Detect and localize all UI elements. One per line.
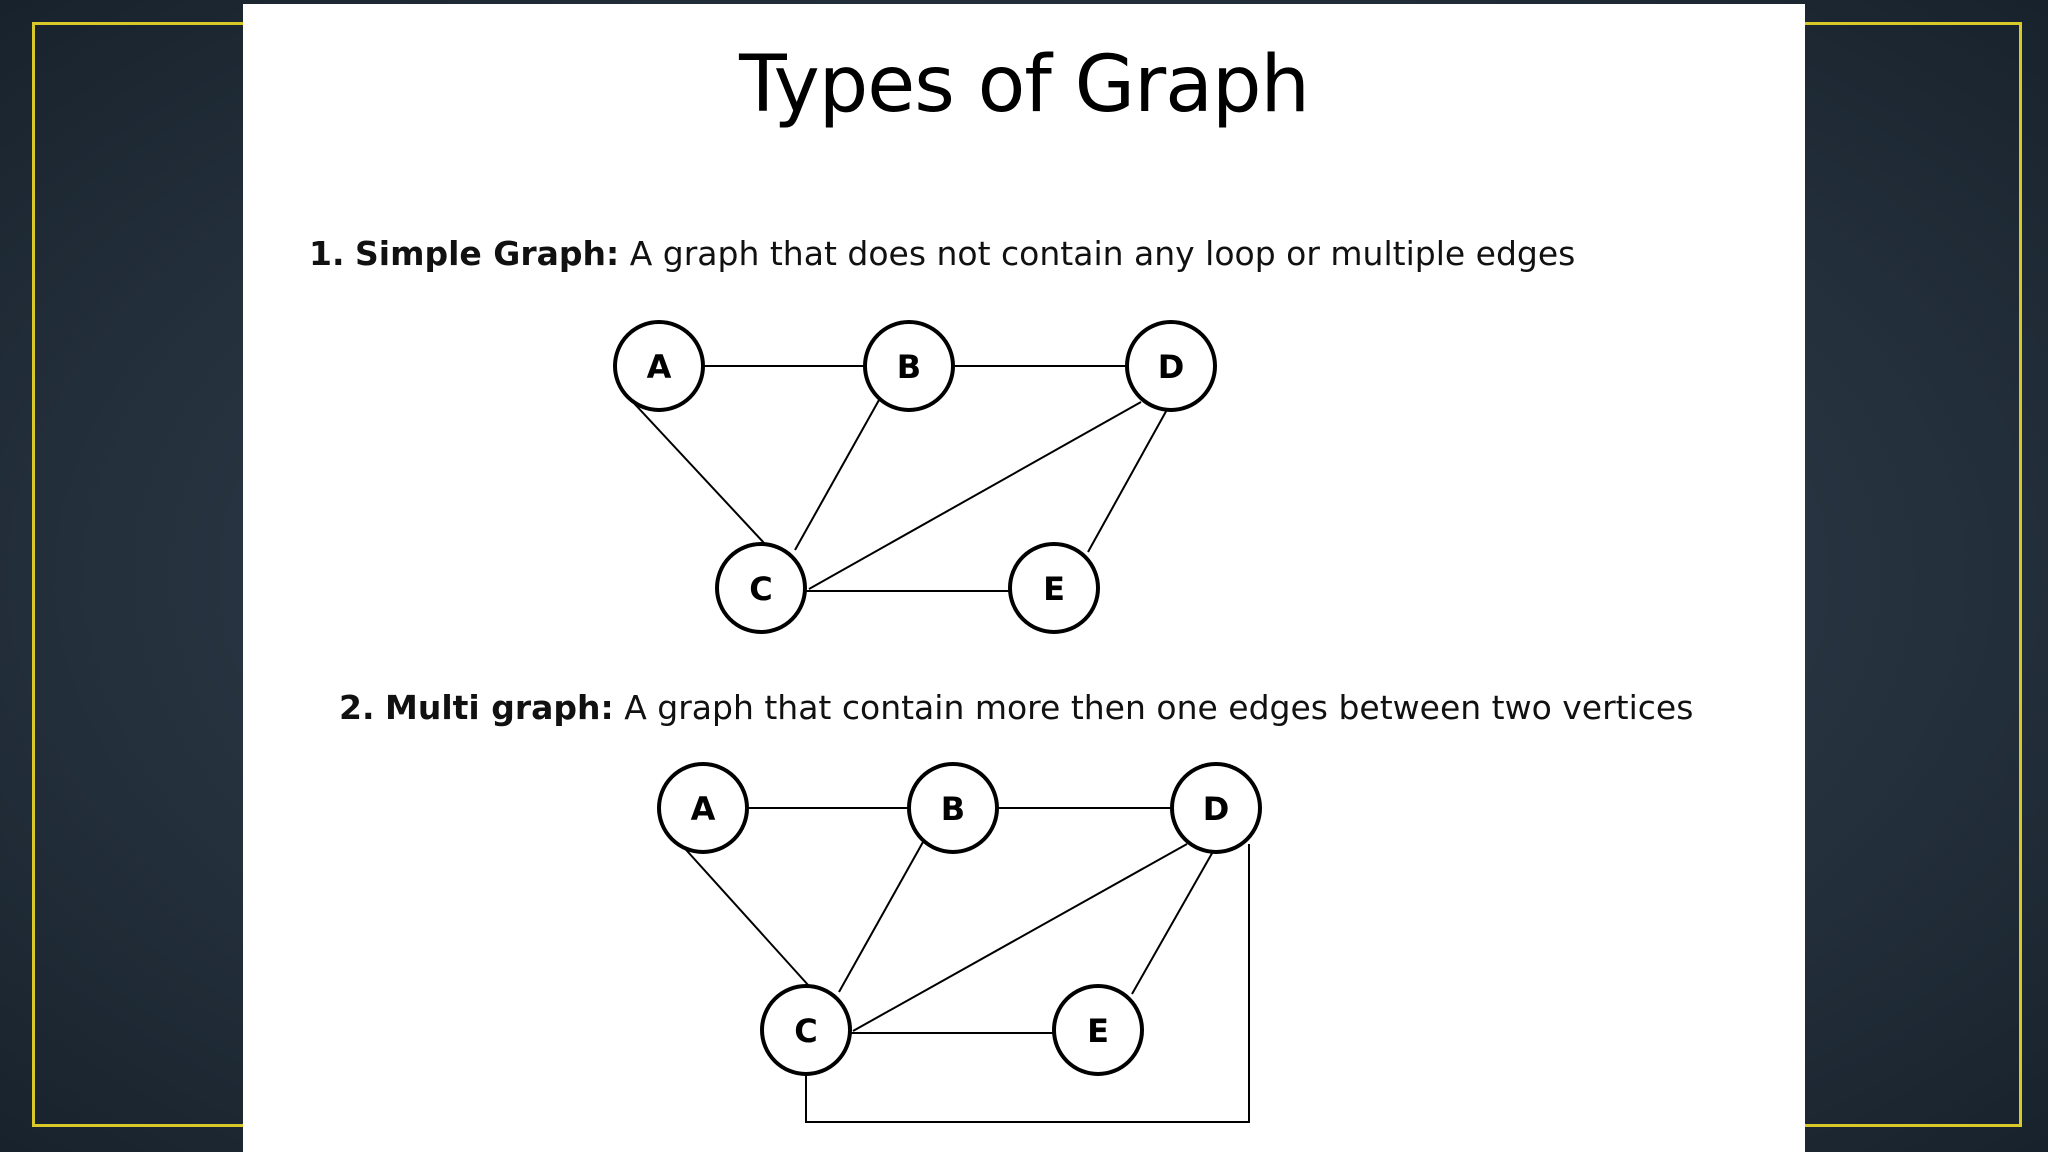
node-d: D	[1170, 762, 1262, 854]
edge-d-e	[1087, 405, 1170, 553]
multi-graph-edges	[678, 807, 1250, 1123]
node-e: E	[1008, 542, 1100, 634]
node-circle	[1052, 984, 1144, 1076]
edge-d-e	[1131, 847, 1216, 995]
edge-a-c	[678, 841, 810, 987]
definition-multi-graph: 2. Multi graph: A graph that contain mor…	[339, 688, 1693, 727]
node-c: C	[715, 542, 807, 634]
node-label: C	[794, 1012, 817, 1050]
node-circle	[613, 320, 705, 412]
edge-b-c	[794, 399, 880, 551]
definition-term: Simple Graph:	[355, 234, 620, 273]
node-label: A	[691, 790, 716, 828]
definition-text: A graph that does not contain any loop o…	[629, 234, 1576, 273]
edge-c-d	[852, 843, 1188, 1032]
edge-b-c	[838, 841, 924, 993]
node-a: A	[657, 762, 749, 854]
node-label: C	[749, 570, 772, 608]
node-circle	[907, 762, 999, 854]
node-b: B	[863, 320, 955, 412]
slide-title: Types of Graph	[739, 40, 1310, 130]
definition-text: A graph that contain more then one edges…	[624, 688, 1694, 727]
simple-graph: A B D C E	[613, 320, 1217, 634]
node-circle	[657, 762, 749, 854]
node-d: D	[1125, 320, 1217, 412]
node-circle	[863, 320, 955, 412]
definition-term: Multi graph:	[385, 688, 614, 727]
node-label: B	[897, 348, 921, 386]
node-a: A	[613, 320, 705, 412]
edge-c-d	[808, 401, 1142, 590]
node-circle	[1125, 320, 1217, 412]
slide: Types of Graph 1. Simple Graph: A graph …	[243, 4, 1805, 1152]
node-label: E	[1043, 570, 1065, 608]
node-circle	[715, 542, 807, 634]
node-c: C	[760, 984, 852, 1076]
node-label: E	[1087, 1012, 1109, 1050]
edge-c-d-multi	[805, 844, 1250, 1123]
node-e: E	[1052, 984, 1144, 1076]
multi-graph: A B D C E	[657, 762, 1262, 1123]
simple-graph-edges	[630, 365, 1170, 592]
graph-diagrams: A B D C E	[613, 320, 1262, 1123]
node-label: A	[647, 348, 672, 386]
slide-frame-left	[32, 22, 254, 1127]
node-circle	[760, 984, 852, 1076]
slide-frame-right	[1800, 22, 2022, 1127]
node-b: B	[907, 762, 999, 854]
definition-number: 2.	[339, 688, 375, 727]
definition-number: 1.	[309, 234, 345, 273]
node-label: D	[1158, 348, 1185, 386]
node-label: D	[1203, 790, 1230, 828]
node-circle	[1170, 762, 1262, 854]
node-label: B	[941, 790, 965, 828]
definition-simple-graph: 1. Simple Graph: A graph that does not c…	[309, 234, 1575, 273]
edge-a-c	[630, 399, 766, 545]
node-circle	[1008, 542, 1100, 634]
